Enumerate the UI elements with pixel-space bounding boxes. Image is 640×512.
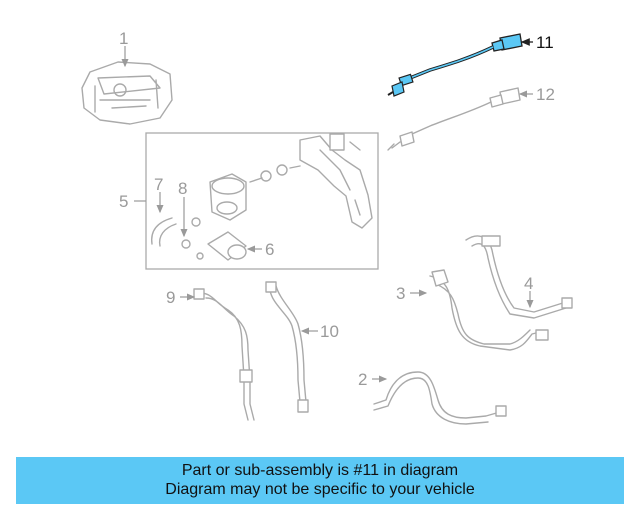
part-1-canister-assembly bbox=[81, 46, 173, 125]
part-3-pipe bbox=[410, 269, 549, 351]
callout-3: 3 bbox=[396, 284, 405, 303]
part-4-pipe bbox=[465, 235, 573, 319]
banner-line-part: Part or sub-assembly is #11 in diagram bbox=[181, 462, 459, 479]
part-6-filter bbox=[196, 231, 262, 261]
part-11-oxygen-sensor bbox=[387, 33, 533, 97]
callout-10: 10 bbox=[320, 322, 339, 341]
callout-5: 5 bbox=[119, 192, 128, 211]
callout-2: 2 bbox=[358, 370, 367, 389]
callout-6: 6 bbox=[265, 240, 274, 259]
callout-8: 8 bbox=[178, 179, 187, 198]
parts-diagram: 1 2 3 4 5 6 7 8 9 10 11 12 bbox=[81, 29, 573, 425]
part-2-pipe bbox=[372, 371, 507, 425]
part-8-clip bbox=[180, 197, 201, 249]
info-banner: Part or sub-assembly is #11 in diagram D… bbox=[16, 457, 624, 504]
part-12-oxygen-sensor bbox=[387, 87, 533, 151]
callout-1: 1 bbox=[119, 29, 128, 48]
callout-9: 9 bbox=[166, 288, 175, 307]
part-9-pipe bbox=[180, 288, 255, 421]
part-7-hose bbox=[151, 192, 177, 247]
callout-11: 11 bbox=[536, 33, 554, 52]
callout-7: 7 bbox=[154, 175, 163, 194]
banner-line-disclaimer: Diagram may not be specific to your vehi… bbox=[165, 481, 475, 498]
part-5-evap-box bbox=[134, 132, 379, 270]
part-10-pipe bbox=[265, 281, 318, 413]
callout-12: 12 bbox=[536, 85, 555, 104]
callout-4: 4 bbox=[524, 274, 533, 293]
